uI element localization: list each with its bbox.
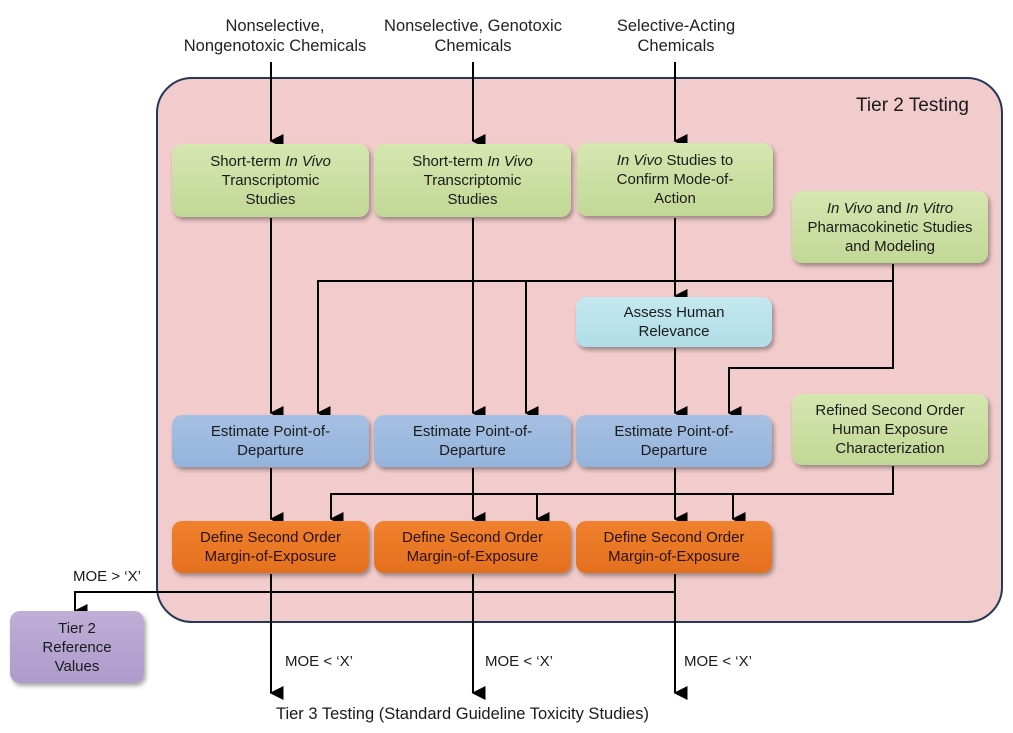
- moe-greater-label: MOE > ‘X’: [73, 568, 141, 585]
- connector-moe-reference: [73, 574, 676, 618]
- box-text: Pharmacokinetic Studies: [807, 218, 973, 236]
- box-text: Departure: [237, 442, 304, 459]
- box-text: Refined Second Order: [815, 402, 965, 419]
- box-text-italic: In Vivo: [487, 153, 533, 170]
- box-text-italic: In Vivo: [616, 152, 663, 169]
- connector-exposure-branch: [329, 466, 894, 526]
- mode-of-action-box: In Vivo Studies to Confirm Mode-of- Action: [577, 143, 773, 216]
- box-text: and: [872, 199, 906, 217]
- box-text: Transcriptomic: [221, 172, 320, 189]
- box-text: Reference: [42, 638, 112, 656]
- moe-less-label-2: MOE < ‘X’: [485, 653, 553, 670]
- tier2-title: Tier 2 Testing: [856, 95, 969, 116]
- connector-pk-branch: [316, 264, 894, 420]
- point-of-departure-box-1: Estimate Point-of- Departure: [172, 415, 369, 467]
- box-text: Characterization: [835, 440, 945, 457]
- input-label-nongenotoxic: Nonselective, Nongenotoxic Chemicals: [175, 16, 375, 56]
- input-label-line: Chemicals: [637, 37, 715, 55]
- box-text: Human Exposure: [832, 421, 948, 438]
- box-text: Transcriptomic: [423, 172, 522, 189]
- point-of-departure-box-2: Estimate Point-of- Departure: [374, 415, 571, 467]
- box-text: Margin-of-Exposure: [608, 548, 740, 565]
- box-text: Values: [54, 657, 100, 675]
- box-text: Assess Human: [623, 304, 725, 321]
- box-text: Relevance: [638, 323, 710, 340]
- box-text: Estimate Point-of-: [412, 423, 533, 440]
- box-text: Margin-of-Exposure: [406, 548, 539, 565]
- point-of-departure-box-3: Estimate Point-of- Departure: [576, 415, 772, 467]
- box-text: Confirm Mode-of-: [616, 171, 734, 188]
- tier3-testing-label: Tier 3 Testing (Standard Guideline Toxic…: [276, 705, 649, 723]
- input-label-genotoxic: Nonselective, Genotoxic Chemicals: [373, 16, 573, 56]
- box-text: and Modeling: [844, 237, 936, 255]
- box-text-italic: In Vivo: [826, 199, 873, 217]
- input-label-line: Chemicals: [434, 37, 512, 55]
- box-text: Estimate Point-of-: [210, 423, 331, 440]
- box-text: Short-term: [210, 153, 286, 170]
- box-text: Studies: [447, 191, 498, 208]
- box-text-italic: In Vivo: [285, 153, 331, 170]
- input-label-line: Nongenotoxic Chemicals: [183, 37, 367, 55]
- input-label-line: Nonselective, Genotoxic: [384, 17, 562, 35]
- box-text: Margin-of-Exposure: [204, 548, 337, 565]
- box-text: Define Second Order: [603, 529, 745, 546]
- box-text: Action: [654, 190, 696, 207]
- box-text: Estimate Point-of-: [614, 423, 734, 440]
- moe-less-label-3: MOE < ‘X’: [684, 653, 752, 670]
- box-text: Tier 2: [58, 619, 96, 637]
- input-label-selective: Selective-Acting Chemicals: [576, 16, 776, 56]
- box-text: Define Second Order: [200, 529, 341, 546]
- moe-less-label-1: MOE < ‘X’: [285, 653, 353, 670]
- box-text: Departure: [439, 442, 506, 459]
- box-text-italic: In Vitro: [905, 199, 954, 217]
- box-text: Short-term: [412, 153, 488, 170]
- box-text: Define Second Order: [402, 529, 543, 546]
- input-label-line: Nonselective,: [225, 17, 325, 35]
- box-text: Studies: [245, 191, 296, 208]
- input-label-line: Selective-Acting: [616, 17, 736, 35]
- box-text: Studies to: [662, 152, 734, 169]
- connector-pk-pod3: [727, 281, 894, 420]
- box-text: Departure: [640, 442, 708, 459]
